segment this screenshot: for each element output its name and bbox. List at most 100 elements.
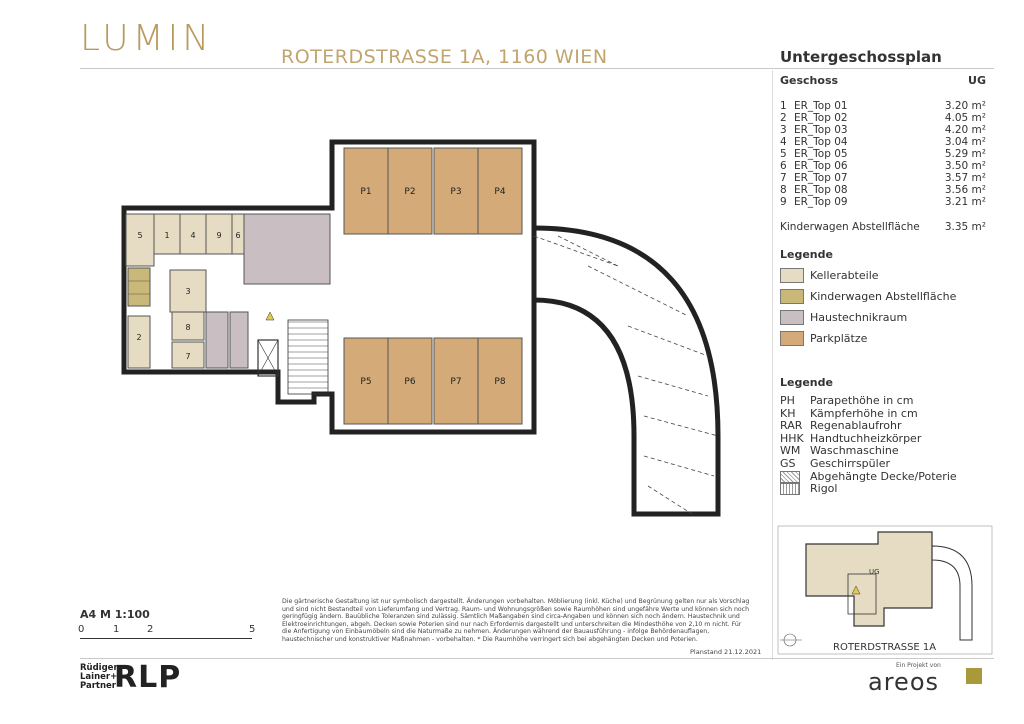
room-name: ER_Top 07 — [794, 172, 848, 184]
abbreviation: WM — [780, 444, 801, 458]
abbreviation: GS — [780, 457, 796, 470]
hatch-swatch-icon — [780, 470, 800, 483]
lumin-logo: LUMIN — [80, 18, 214, 59]
room-area: 5.29 m² — [944, 148, 986, 160]
parking-space — [477, 337, 523, 425]
storage-cell — [153, 213, 181, 255]
rigol-swatch-icon — [780, 483, 800, 496]
abbreviation: PH — [780, 394, 795, 407]
elevator-cross-2 — [257, 339, 279, 377]
parking-space-label: P8 — [494, 377, 505, 387]
parking-space-label: P1 — [360, 187, 371, 197]
abbreviation-description: Geschirrspüler — [810, 457, 890, 470]
storage-cell-label: 4 — [190, 231, 195, 240]
room-name: ER_Top 06 — [794, 160, 848, 172]
legend-swatch — [780, 268, 804, 283]
staircase — [287, 319, 329, 395]
abbreviation-description: Waschmaschine — [810, 444, 899, 458]
storage-cell-label: 2 — [136, 333, 141, 342]
storage-cell — [205, 213, 233, 255]
room-area: 4.20 m² — [944, 124, 986, 136]
room-area: 3.56 m² — [944, 184, 986, 196]
scale-tick: 0 — [78, 624, 85, 635]
key-plan-street: ROTERDSTRASSE 1A — [833, 642, 937, 653]
stair-steps — [288, 321, 328, 389]
room-number: 8 — [780, 184, 787, 196]
areos-logo-mark-icon — [966, 668, 982, 684]
staircase-outline — [287, 319, 329, 395]
key-plan-frame — [777, 525, 993, 655]
storage-cell — [125, 213, 155, 267]
storage-cell-label: 8 — [185, 323, 190, 332]
storage-cell-label: 5 — [137, 231, 142, 240]
plan-date: Planstand 21.12.2021 — [690, 648, 762, 656]
storage-cell — [127, 315, 151, 369]
room-area: 3.04 m² — [944, 136, 986, 148]
room-name: ER_Top 04 — [794, 136, 848, 148]
abbreviation-description: Regenablaufrohr — [810, 419, 902, 433]
architect-name: Rüdiger Lainer+ Partner — [80, 663, 118, 691]
technical-room-small-2 — [229, 311, 249, 369]
room-row: 5 ER_Top 05 5.29 m² — [780, 148, 986, 160]
room-number: 6 — [780, 160, 787, 172]
parking-space — [343, 147, 389, 235]
storage-cell-label: 7 — [185, 352, 190, 361]
parking-space — [477, 147, 523, 235]
stroller-area: 3.35 m² — [944, 221, 986, 233]
abbreviation-description: Abgehängte Decke/Poterie — [810, 469, 957, 483]
scale-tick: 2 — [147, 624, 154, 635]
room-name: ER_Top 02 — [794, 112, 848, 124]
room-number: 7 — [780, 172, 787, 184]
parking-space-label: P5 — [360, 377, 371, 387]
key-plan-courtyard — [847, 573, 877, 615]
legend-swatch — [780, 289, 804, 304]
project-address: ROTERDSTRASSE 1A, 1160 WIEN — [281, 46, 608, 68]
room-number: 1 — [780, 100, 787, 112]
storage-cell-label: 9 — [216, 231, 221, 240]
abbreviation-description: Kämpferhöhe in cm — [810, 406, 918, 420]
legend-label: Kinderwagen Abstellfläche — [810, 290, 957, 303]
key-plan-ramp — [931, 545, 973, 641]
room-area: 3.50 m² — [944, 160, 986, 172]
areos-logo: areos — [868, 668, 939, 696]
parking-space-label: P4 — [494, 187, 505, 197]
parking-space — [433, 147, 479, 235]
legend-title-abbreviations: Legende — [780, 376, 833, 389]
storage-cell-label: 6 — [235, 231, 240, 240]
legend-title-colors: Legende — [780, 248, 833, 261]
storage-cell — [171, 341, 205, 369]
legend-label: Kellerabteile — [810, 269, 879, 282]
floor-label: Geschoss — [780, 74, 839, 87]
room-name: ER_Top 08 — [794, 184, 848, 196]
technical-room-small — [205, 311, 229, 369]
room-number: 5 — [780, 148, 787, 160]
room-row: 8 ER_Top 08 3.56 m² — [780, 184, 986, 196]
room-area: 3.21 m² — [944, 196, 986, 208]
legend-swatch — [780, 310, 804, 325]
room-number: 3 — [780, 124, 787, 136]
car-ramp — [533, 225, 721, 517]
parking-space — [433, 337, 479, 425]
legend-swatch — [780, 331, 804, 346]
room-name: ER_Top 05 — [794, 148, 848, 160]
room-row: 6 ER_Top 06 3.50 m² — [780, 160, 986, 172]
storage-cell-label: 1 — [164, 231, 169, 240]
legend-label: Haustechnikraum — [810, 311, 908, 324]
abbreviation: RAR — [780, 419, 803, 433]
scale-tick: 1 — [113, 624, 120, 635]
parking-space — [387, 337, 433, 425]
parking-space-label: P7 — [450, 377, 461, 387]
scale-tick: 5 — [249, 624, 256, 635]
room-name: ER_Top 09 — [794, 196, 848, 208]
abbreviation-description: Handtuchheizkörper — [810, 431, 922, 445]
technical-room — [243, 213, 331, 285]
footer-divider — [80, 658, 994, 659]
right-panel-divider — [772, 70, 773, 660]
storage-cell — [171, 311, 205, 341]
